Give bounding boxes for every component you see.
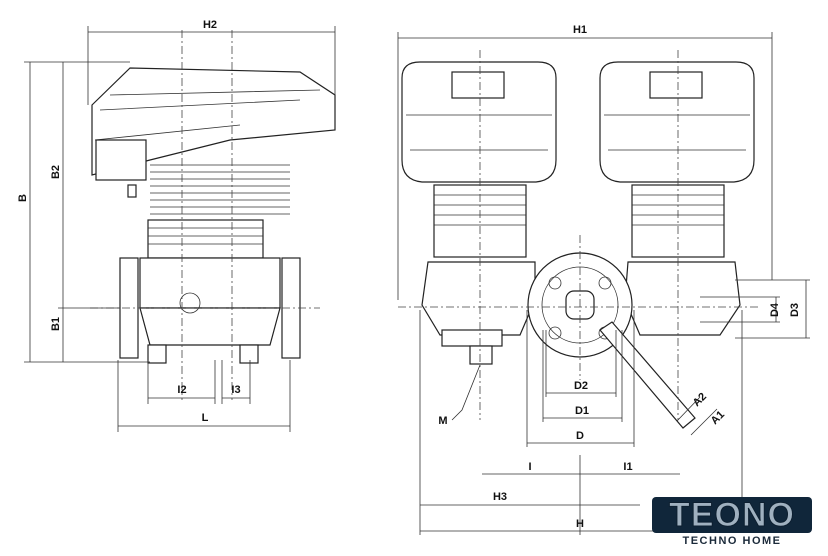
pump-housing-right: [624, 261, 741, 336]
dim-label-D1: D1: [575, 405, 589, 417]
label-M: M: [438, 415, 447, 427]
dim-label-I2: I2: [177, 384, 186, 396]
cable-arm: [599, 321, 696, 429]
dim-label-H3: H3: [493, 491, 507, 503]
dim-label-D: D: [576, 430, 584, 442]
front-view-twin-pump: [398, 50, 760, 429]
brand-logo: TEONO TECHNO HOME: [652, 497, 812, 547]
dim-label-B1: B1: [50, 317, 62, 331]
dim-label-B2: B2: [50, 165, 62, 179]
dim-label-D2: D2: [574, 380, 588, 392]
terminal-box: [95, 139, 147, 181]
dim-label-L: L: [202, 412, 209, 424]
dim-label-A2: A2: [691, 391, 709, 409]
neck-side: [147, 219, 264, 259]
dim-label-I: I: [528, 461, 531, 473]
logo-brand: TEONO: [652, 497, 812, 534]
control-panel-right: [649, 71, 703, 99]
dim-label-D4: D4: [769, 302, 781, 317]
side-view-pump: [90, 30, 336, 400]
dim-label-I3: I3: [231, 384, 240, 396]
dim-label-D3: D3: [789, 303, 801, 317]
dim-label-A1: A1: [709, 409, 727, 427]
motor-head-left: [401, 61, 557, 183]
logo-tagline: TECHNO HOME: [682, 535, 782, 547]
motor-head-right: [599, 61, 755, 183]
side-view-dimensions: H2 B B2 B1 I2 I3 L: [17, 19, 336, 432]
control-panel-left: [451, 71, 505, 99]
dim-label-H: H: [576, 518, 584, 530]
pump-housing-left: [421, 261, 536, 336]
dim-label-H1: H1: [573, 24, 587, 36]
dim-label-I1: I1: [623, 461, 632, 473]
dim-label-H2: H2: [203, 19, 217, 31]
cooling-fins: [150, 164, 290, 215]
pump-housing-side: [139, 257, 281, 309]
dim-label-B: B: [17, 194, 29, 202]
